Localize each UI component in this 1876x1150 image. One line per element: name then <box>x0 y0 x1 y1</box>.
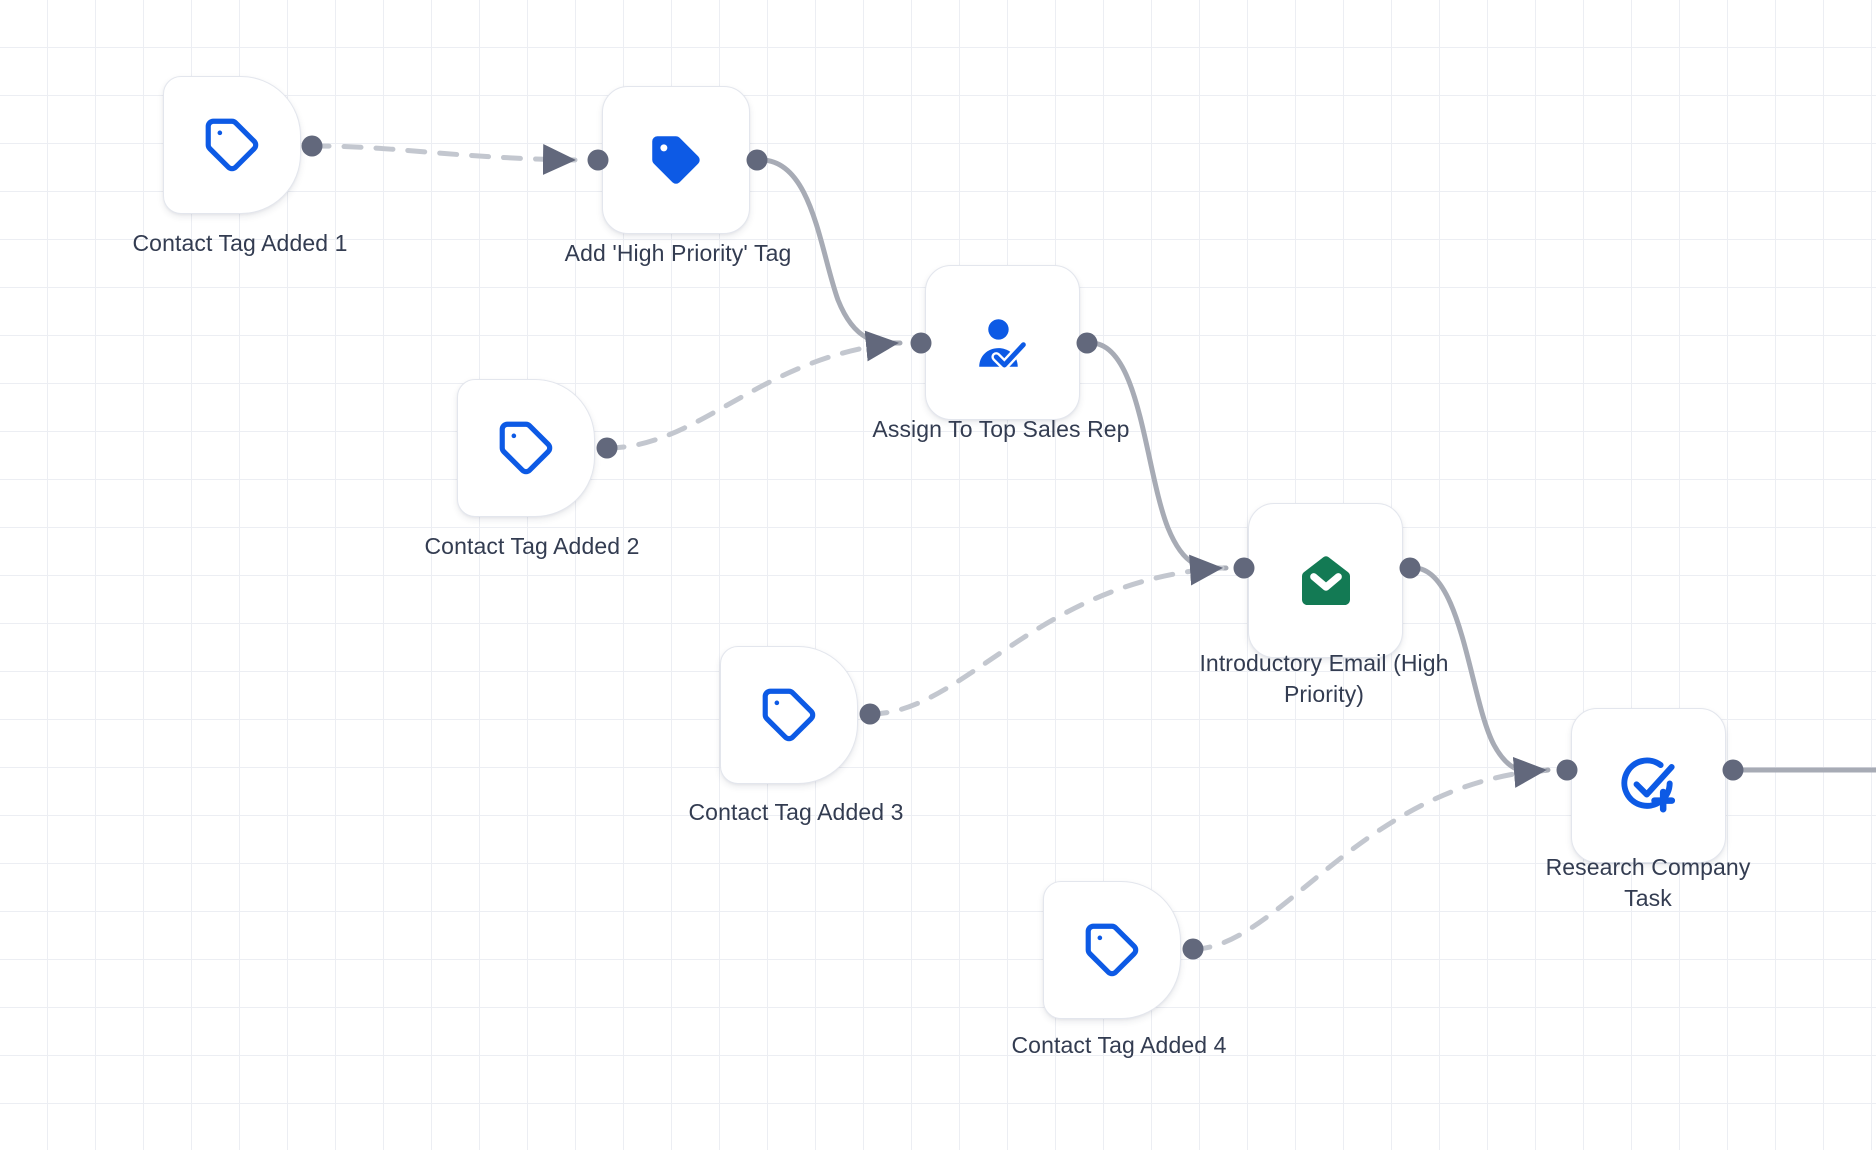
node-contact-tag-added-1[interactable] <box>163 76 301 214</box>
node-label-research-company-task: Research Company Task <box>1545 854 1751 911</box>
tag-outline-icon <box>201 114 263 176</box>
node-label-assign-to-top-sales-rep: Assign To Top Sales Rep <box>872 416 1130 442</box>
node-label-contact-tag-added-4: Contact Tag Added 4 <box>1011 1032 1227 1058</box>
node-research-company-task[interactable] <box>1571 708 1726 863</box>
port-out-contact-tag-added-2[interactable] <box>596 437 618 459</box>
task-check-plus-icon <box>1615 752 1683 820</box>
port-in-research-company-task[interactable] <box>1556 759 1578 781</box>
edge-tag2-to-assign[interactable] <box>604 330 901 451</box>
port-out-add-high-priority-tag[interactable] <box>746 149 768 171</box>
port-in-add-high-priority-tag[interactable] <box>587 149 609 171</box>
node-introductory-email-high-priority[interactable] <box>1248 503 1403 658</box>
port-out-contact-tag-added-1[interactable] <box>301 135 323 157</box>
node-label-introductory-email-high-priority: Introductory Email (High Priority) <box>1199 650 1449 707</box>
port-out-research-company-task[interactable] <box>1722 759 1744 781</box>
tag-outline-icon <box>495 417 557 479</box>
port-out-introductory-email-high-priority[interactable] <box>1399 557 1421 579</box>
edge-tag1-to-addtag[interactable] <box>309 143 578 175</box>
node-contact-tag-added-4[interactable] <box>1043 881 1181 1019</box>
port-out-contact-tag-added-4[interactable] <box>1182 938 1204 960</box>
tag-filled-icon <box>645 129 707 191</box>
port-in-assign-to-top-sales-rep[interactable] <box>910 332 932 354</box>
node-add-high-priority-tag[interactable] <box>602 86 750 234</box>
node-contact-tag-added-3[interactable] <box>720 646 858 784</box>
tag-outline-icon <box>758 684 820 746</box>
person-check-icon <box>969 309 1037 377</box>
port-in-introductory-email-high-priority[interactable] <box>1233 557 1255 579</box>
edge-assign-to-email[interactable] <box>1088 340 1229 571</box>
node-contact-tag-added-2[interactable] <box>457 379 595 517</box>
node-label-contact-tag-added-1: Contact Tag Added 1 <box>132 230 348 256</box>
node-label-add-high-priority-tag: Add 'High Priority' Tag <box>564 240 792 266</box>
node-assign-to-top-sales-rep[interactable] <box>925 265 1080 420</box>
edge-tag4-to-task[interactable] <box>1190 756 1549 952</box>
port-out-contact-tag-added-3[interactable] <box>859 703 881 725</box>
tag-outline-icon <box>1081 919 1143 981</box>
port-out-assign-to-top-sales-rep[interactable] <box>1076 332 1098 354</box>
node-label-contact-tag-added-3: Contact Tag Added 3 <box>688 799 904 825</box>
node-label-contact-tag-added-2: Contact Tag Added 2 <box>424 533 640 559</box>
envelope-icon <box>1294 549 1358 613</box>
